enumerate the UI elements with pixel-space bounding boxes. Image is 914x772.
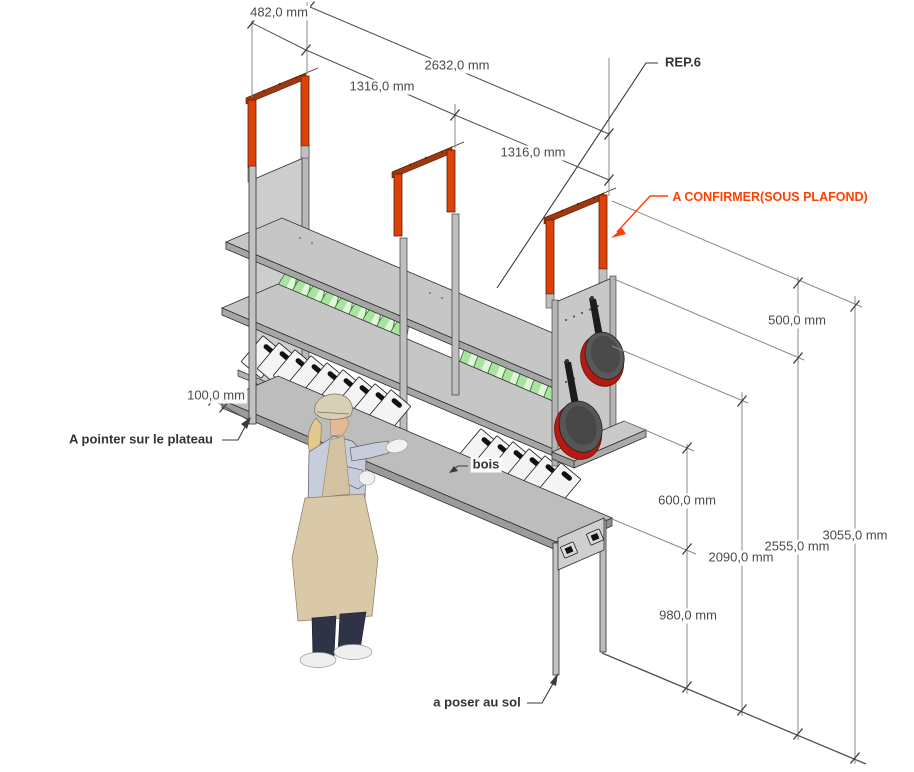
chef-shoe-right xyxy=(333,644,373,660)
leader-poser-sol xyxy=(527,679,556,704)
extension-line xyxy=(611,345,749,404)
chef-apron-bib xyxy=(321,435,351,498)
callout-pointer-plateau: A pointer sur le plateau xyxy=(67,431,215,448)
dim-label-980: 980,0 mm xyxy=(657,607,719,624)
dim-line-482 xyxy=(251,22,307,51)
frying-pan-upper xyxy=(580,296,625,387)
leader-a-confirmer xyxy=(616,195,668,233)
power-outlet-1 xyxy=(560,541,578,559)
floor-line xyxy=(601,652,867,765)
chef-figure xyxy=(291,393,409,668)
dim-label-2555: 2555,0 mm xyxy=(762,538,832,555)
dim-label-2632: 2632,0 mm xyxy=(422,57,492,74)
callout-poser-sol: a poser au sol xyxy=(431,694,523,711)
chef-right-arm xyxy=(349,440,390,462)
leader-pointer-arrowhead xyxy=(241,417,251,429)
dim-label-1316-left: 1316,0 mm xyxy=(347,78,417,95)
ceiling-bracket-middle xyxy=(391,141,465,237)
chef-glove-right xyxy=(385,438,409,454)
top-shelf xyxy=(224,217,616,391)
dim-label-3055: 3055,0 mm xyxy=(820,527,890,544)
dim-label-482: 482,0 mm xyxy=(248,4,310,21)
frying-pan-lower xyxy=(554,359,603,460)
extension-line xyxy=(613,278,805,361)
leader-bois-arrowhead xyxy=(449,466,458,473)
callout-bois: bois xyxy=(470,456,502,473)
dim-label-500: 500,0 mm xyxy=(766,312,828,329)
chef-glove-left xyxy=(358,470,376,486)
callout-rep6: REP.6 xyxy=(663,54,703,71)
dim-label-100: 100,0 mm xyxy=(185,387,247,404)
dim-label-1316-right: 1316,0 mm xyxy=(498,144,568,161)
left-front-post xyxy=(248,165,257,425)
ceiling-bracket-right xyxy=(543,187,617,309)
dim-label-600: 600,0 mm xyxy=(656,492,718,509)
chef-apron xyxy=(291,493,379,622)
leader-poser-arrowhead xyxy=(550,673,558,686)
dimension-layer xyxy=(207,1,867,765)
dim-label-2090: 2090,0 mm xyxy=(706,549,776,566)
chef-cap xyxy=(314,393,353,420)
power-outlet-2 xyxy=(586,528,604,546)
callout-a-confirmer: A CONFIRMER(SOUS PLAFOND) xyxy=(670,189,870,205)
dim-line-100 xyxy=(212,399,251,422)
extension-line xyxy=(611,200,863,308)
chef-shoe-left xyxy=(299,652,337,668)
floor-leg-front xyxy=(552,542,560,676)
extension-line xyxy=(623,420,695,452)
chef-pants xyxy=(311,615,337,659)
leader-rep6 xyxy=(496,62,658,289)
leader-a-confirmer-arrowhead xyxy=(611,228,626,238)
leader-pointer-plateau xyxy=(222,422,248,441)
extension-line xyxy=(611,518,697,555)
outlet-panel xyxy=(557,517,605,571)
